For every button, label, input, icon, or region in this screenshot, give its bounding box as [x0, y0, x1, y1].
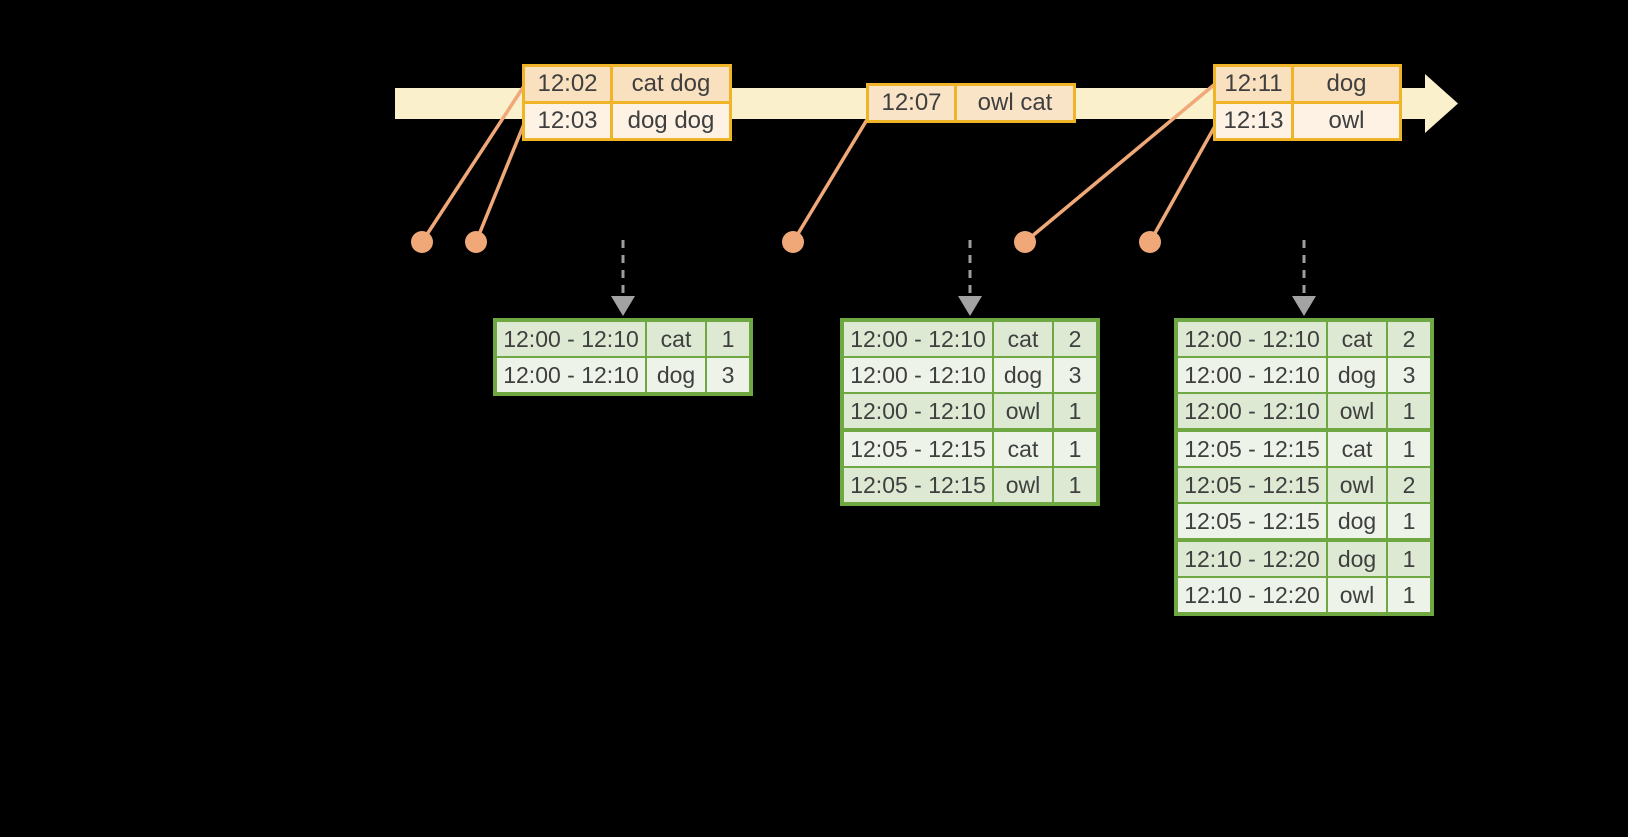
word-cell: dog [1328, 358, 1386, 392]
window-cell: 12:10 - 12:20 [1178, 542, 1326, 576]
event-time-cell: 12:13 [1216, 104, 1291, 138]
window-cell: 12:00 - 12:10 [497, 322, 645, 356]
event-marker-dot [782, 231, 804, 253]
event-connector-line [420, 85, 526, 243]
window-cell: 12:00 - 12:10 [1178, 358, 1326, 392]
count-cell: 3 [707, 358, 749, 392]
count-cell: 1 [1388, 394, 1430, 428]
count-cell: 1 [1388, 504, 1430, 538]
word-cell: cat [994, 432, 1052, 466]
word-cell: owl [1328, 394, 1386, 428]
event-words-cell: dog dog [613, 104, 729, 138]
window-cell: 12:00 - 12:10 [844, 394, 992, 428]
count-cell: 2 [1054, 322, 1096, 356]
window-cell: 12:00 - 12:10 [497, 358, 645, 392]
event-words-cell: owl [1294, 104, 1399, 138]
timeline-arrow-head-icon [1425, 74, 1458, 133]
count-cell: 1 [707, 322, 749, 356]
window-cell: 12:00 - 12:10 [1178, 322, 1326, 356]
window-cell: 12:05 - 12:15 [844, 468, 992, 502]
window-cell: 12:00 - 12:10 [844, 358, 992, 392]
word-cell: cat [647, 322, 705, 356]
window-cell: 12:05 - 12:15 [1178, 432, 1326, 466]
window-cell: 12:05 - 12:15 [1178, 504, 1326, 538]
window-cell: 12:10 - 12:20 [1178, 578, 1326, 612]
event-connector-line [1023, 82, 1217, 244]
event-marker-dot [1139, 231, 1161, 253]
word-cell: dog [1328, 542, 1386, 576]
window-cell: 12:05 - 12:15 [844, 432, 992, 466]
event-words-cell: owl cat [957, 86, 1073, 120]
count-cell: 1 [1388, 578, 1430, 612]
word-cell: owl [1328, 468, 1386, 502]
event-connector-line [791, 117, 870, 243]
event-time-cell: 12:11 [1216, 67, 1291, 101]
word-cell: cat [1328, 322, 1386, 356]
trigger-arrow-head-icon [1292, 296, 1316, 316]
count-cell: 3 [1054, 358, 1096, 392]
event-connector-line [1148, 125, 1217, 243]
event-time-cell: 12:07 [869, 86, 954, 120]
count-cell: 1 [1388, 542, 1430, 576]
window-cell: 12:00 - 12:10 [1178, 394, 1326, 428]
count-cell: 3 [1388, 358, 1430, 392]
count-cell: 1 [1388, 432, 1430, 466]
window-cell: 12:05 - 12:15 [1178, 468, 1326, 502]
event-words-cell: cat dog [613, 67, 729, 101]
word-cell: cat [994, 322, 1052, 356]
word-cell: dog [647, 358, 705, 392]
count-cell: 1 [1054, 432, 1096, 466]
count-cell: 1 [1054, 468, 1096, 502]
event-words-cell: dog [1294, 67, 1399, 101]
event-marker-dot [411, 231, 433, 253]
count-cell: 2 [1388, 322, 1430, 356]
count-cell: 2 [1388, 468, 1430, 502]
word-cell: dog [1328, 504, 1386, 538]
event-time-cell: 12:03 [525, 104, 610, 138]
word-cell: owl [1328, 578, 1386, 612]
trigger-arrow-head-icon [611, 296, 635, 316]
event-connector-line [474, 123, 526, 243]
trigger-arrow-head-icon [958, 296, 982, 316]
word-cell: owl [994, 468, 1052, 502]
word-cell: dog [994, 358, 1052, 392]
event-time-cell: 12:02 [525, 67, 610, 101]
count-cell: 1 [1054, 394, 1096, 428]
window-cell: 12:00 - 12:10 [844, 322, 992, 356]
event-marker-dot [1014, 231, 1036, 253]
word-cell: cat [1328, 432, 1386, 466]
word-cell: owl [994, 394, 1052, 428]
event-marker-dot [465, 231, 487, 253]
